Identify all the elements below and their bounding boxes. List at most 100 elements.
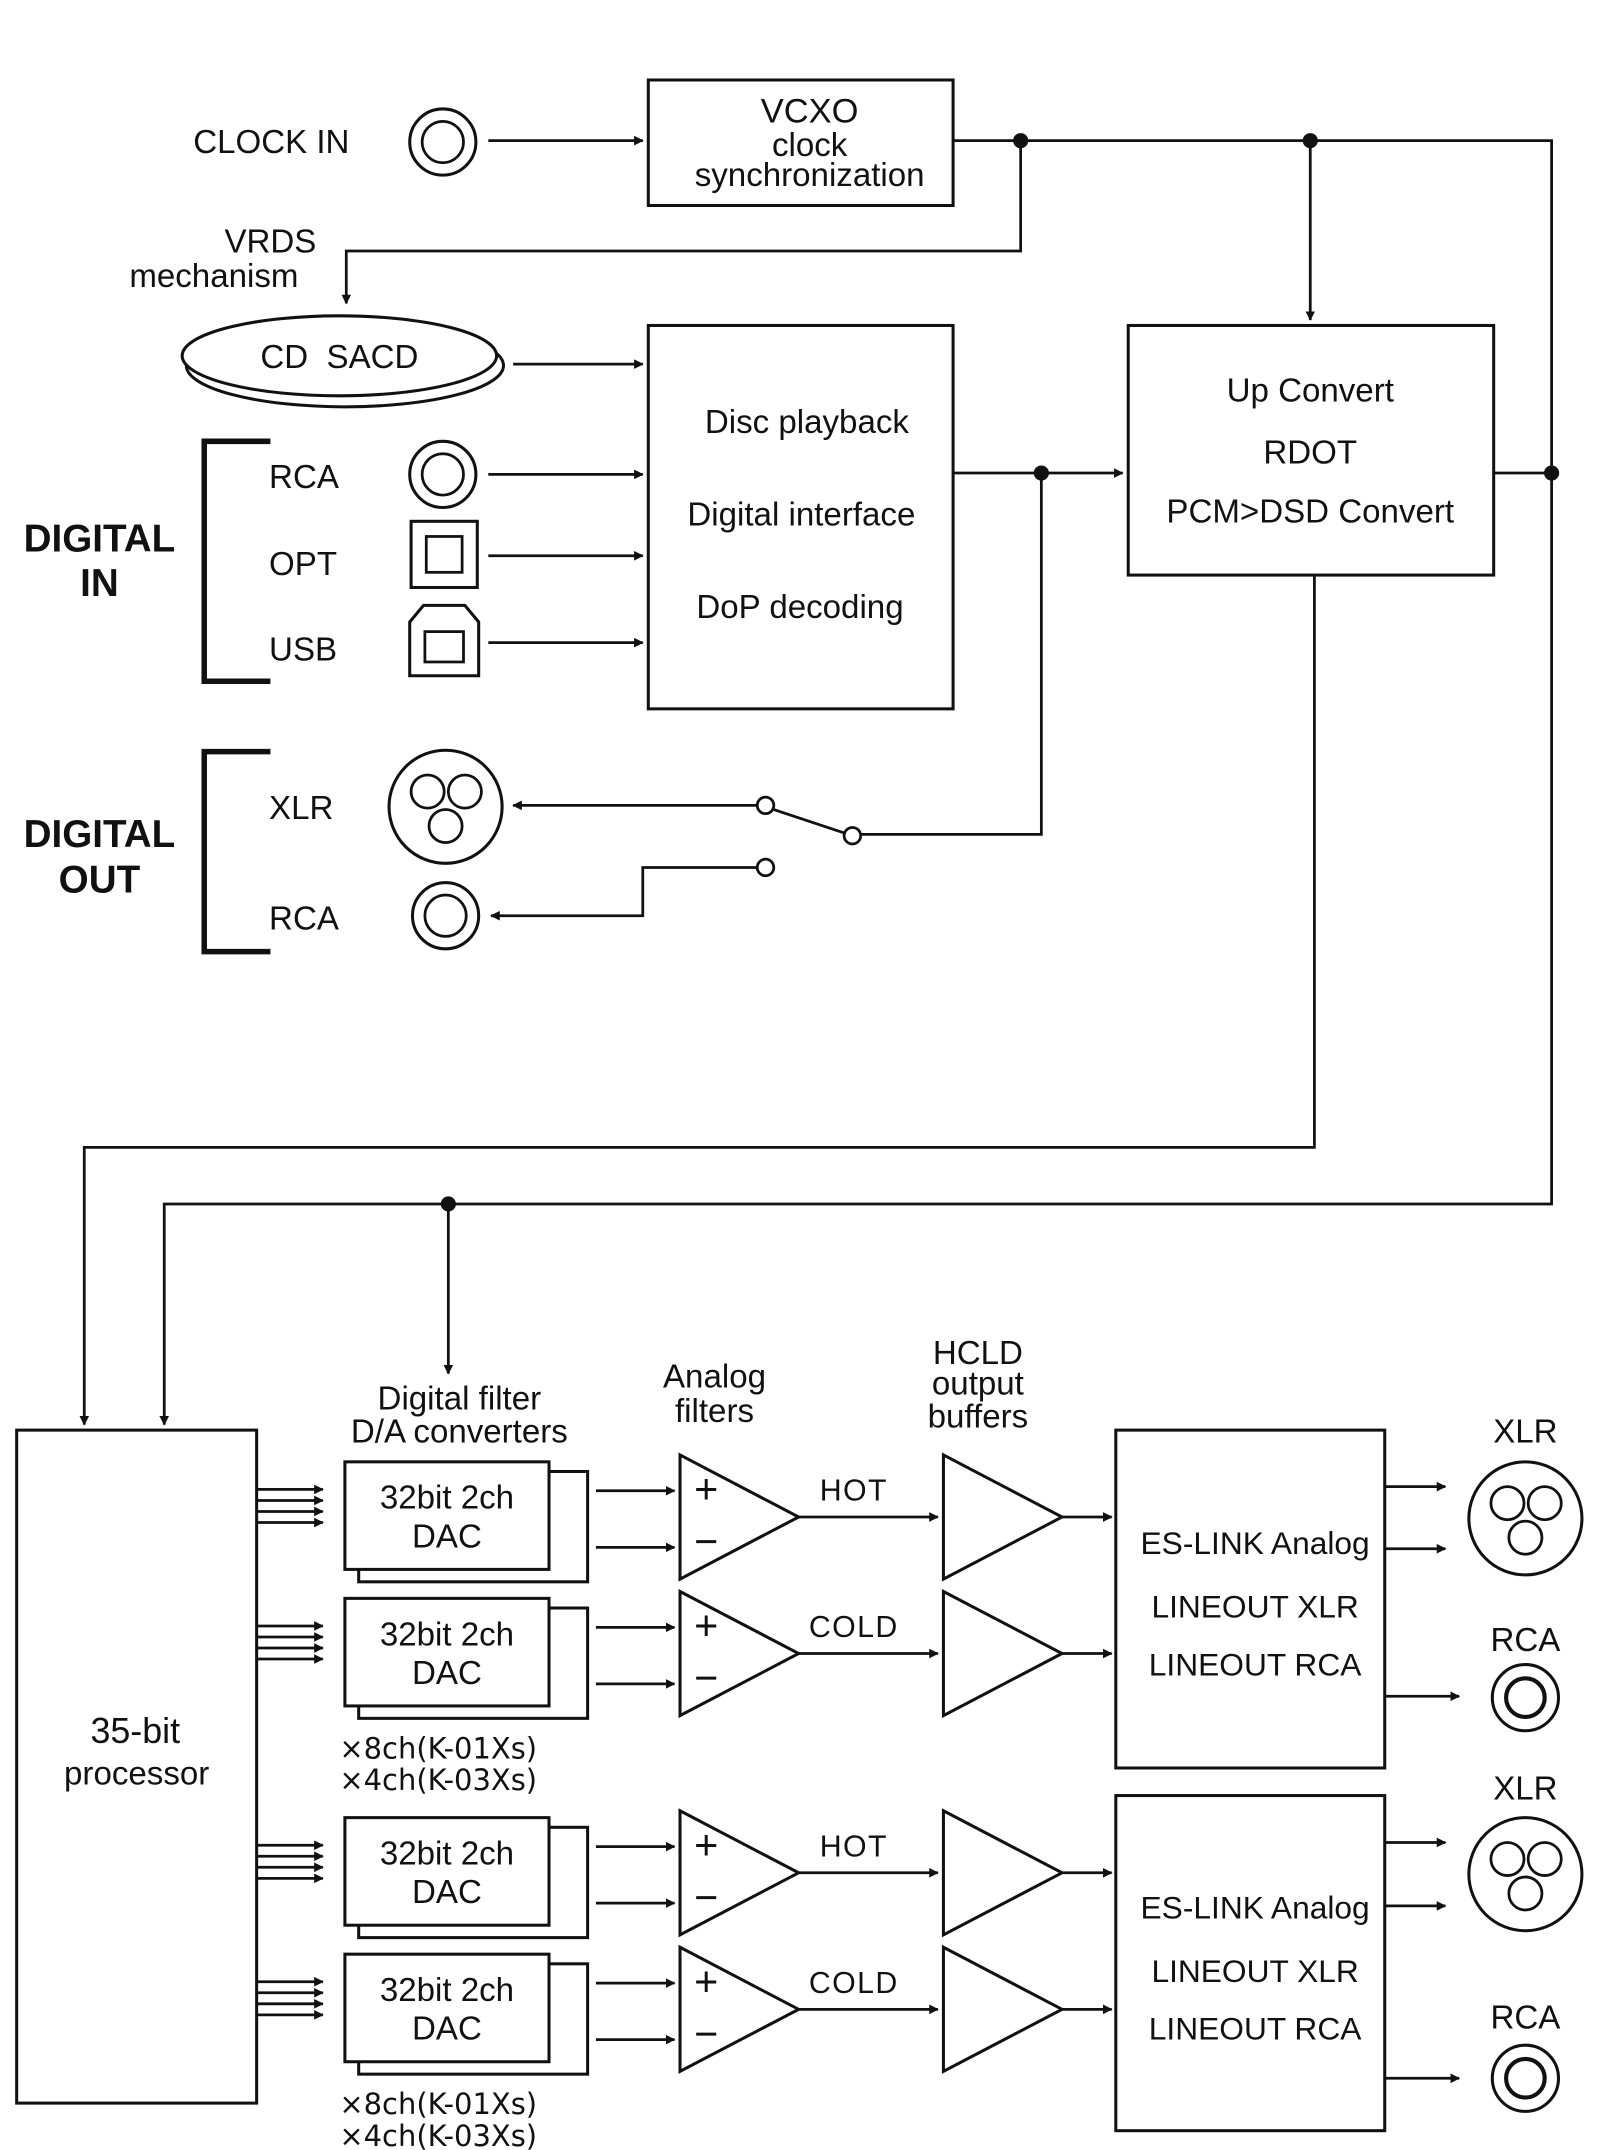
vcxo-line2: clock — [772, 127, 848, 164]
playback-line3: DoP decoding — [696, 589, 903, 626]
processor-box — [15, 1428, 259, 2105]
signal-phase-label: HOT — [820, 1474, 888, 1507]
digital-out-feed-line — [859, 473, 1043, 836]
digital-out-label-2: OUT — [59, 858, 141, 901]
dac-box — [343, 1952, 551, 2064]
analog-header-2: filters — [675, 1393, 754, 1430]
opamp-minus: − — [694, 1874, 718, 1920]
digital-out-rca-label: RCA — [269, 901, 339, 938]
rca-output-connector-icon[interactable] — [1492, 1665, 1558, 1731]
rca-digital-out-connector-icon[interactable] — [410, 881, 481, 951]
eslink-box: ES-LINK Analog LINEOUT XLR LINEOUT RCA — [1114, 1428, 1387, 1770]
vrds-clock-line — [341, 140, 1023, 305]
digital-in-label-2: IN — [80, 562, 119, 605]
opamp-minus: − — [694, 1655, 718, 1701]
opamp-plus: + — [694, 1466, 718, 1512]
signal-phase-label: COLD — [809, 1967, 899, 2000]
dac-label-2: DAC — [412, 1874, 482, 1911]
rca-output-label: RCA — [1490, 1622, 1560, 1659]
vcxo-box — [646, 78, 955, 208]
multiplier-label-2: ×4ch(K-03Xs) — [339, 1763, 537, 1797]
digital-out-label: DIGITAL — [24, 813, 176, 856]
upconvert-line2: RDOT — [1263, 434, 1357, 471]
upconvert-box — [1126, 323, 1496, 577]
dac-label: 32bit 2ch — [380, 1616, 514, 1653]
hcld-buffer — [941, 1588, 1066, 1719]
playback-box — [646, 323, 955, 711]
digital-in-rca-label: RCA — [269, 459, 339, 496]
digital-out-bracket — [201, 748, 271, 955]
xlr-output-label: XLR — [1493, 1414, 1557, 1451]
digital-in-bracket — [201, 438, 271, 685]
opamp-plus: + — [694, 1822, 718, 1868]
opamp-plus: + — [694, 1603, 718, 1649]
vrds-label-2: mechanism — [129, 258, 298, 295]
optical-connector-icon[interactable] — [409, 519, 479, 590]
analog-filter-opamp — [678, 1452, 802, 1582]
hcld-header: HCLD — [933, 1335, 1023, 1372]
rca-input-connector-icon[interactable] — [408, 439, 478, 510]
vcxo-line3: synchronization — [695, 157, 925, 194]
digital-in-label: DIGITAL — [24, 518, 176, 561]
hcld-header-3: buffers — [928, 1398, 1029, 1435]
dac-label-2: DAC — [412, 2011, 482, 2048]
eslink-line3: LINEOUT RCA — [1149, 1647, 1362, 1683]
xlr-output-connector-icon[interactable] — [1467, 1816, 1584, 1933]
dac-box — [343, 1460, 551, 1571]
multiplier-label-2: ×4ch(K-03Xs) — [339, 2119, 537, 2150]
opamp-minus: − — [694, 2011, 718, 2057]
dac-label: 32bit 2ch — [380, 1972, 514, 2009]
dac-header: Digital filter — [378, 1380, 542, 1417]
clock-bus — [953, 139, 1553, 474]
eslink-line1: ES-LINK Analog — [1141, 1889, 1370, 1925]
dac-label: 32bit 2ch — [380, 1480, 514, 1517]
dac-box — [343, 1596, 551, 1708]
analog-header: Analog — [663, 1358, 766, 1395]
eslink-line2: LINEOUT XLR — [1151, 1589, 1358, 1625]
rca-output-label: RCA — [1490, 2000, 1560, 2037]
hcld-buffer — [941, 1944, 1066, 2074]
multiplier-label: ×8ch(K-01Xs) — [339, 2087, 537, 2121]
rca-output-connector-icon[interactable] — [1492, 2045, 1558, 2111]
opamp-minus: − — [694, 1519, 718, 1565]
vcxo-title: VCXO — [761, 93, 859, 131]
xlr-digital-out-connector-icon[interactable] — [387, 748, 504, 865]
output-switch-icon[interactable] — [755, 795, 863, 878]
eslink-box: ES-LINK Analog LINEOUT XLR LINEOUT RCA — [1114, 1794, 1387, 2133]
xlr-output-label: XLR — [1493, 1771, 1557, 1808]
vrds-label: VRDS — [224, 223, 316, 260]
upconvert-line1: Up Convert — [1227, 372, 1394, 409]
analog-filter-opamp — [678, 1808, 802, 1938]
hcld-header-2: output — [932, 1365, 1024, 1402]
eslink-line2: LINEOUT XLR — [1151, 1953, 1358, 1989]
analog-filter-opamp — [678, 1588, 802, 1719]
dac-label-2: DAC — [412, 1518, 482, 1555]
processor-line2: processor — [64, 1756, 209, 1793]
xlr-output-connector-icon[interactable] — [1467, 1460, 1584, 1577]
signal-phase-label: HOT — [820, 1830, 888, 1863]
digital-in-opt-label: OPT — [269, 546, 337, 583]
playback-line1: Disc playback — [705, 404, 910, 441]
clock-in-connector-icon[interactable] — [408, 107, 478, 177]
eslink-line1: ES-LINK Analog — [1141, 1525, 1370, 1561]
signal-phase-label: COLD — [809, 1611, 899, 1644]
multiplier-label: ×8ch(K-01Xs) — [339, 1731, 537, 1765]
analog-filter-opamp — [678, 1944, 802, 2074]
playback-line2: Digital interface — [687, 496, 915, 533]
opamp-plus: + — [694, 1959, 718, 2005]
hcld-buffer — [941, 1808, 1066, 1938]
upconvert-down-line — [79, 575, 1316, 1426]
digital-in-usb-label: USB — [269, 632, 337, 669]
eslink-line3: LINEOUT RCA — [1149, 2011, 1362, 2047]
dac-header-2: D/A converters — [351, 1414, 568, 1451]
disc-label: CD SACD — [260, 339, 418, 376]
digital-out-xlr-label: XLR — [269, 790, 333, 827]
hcld-buffer — [941, 1452, 1066, 1582]
processor-line1: 35-bit — [90, 1711, 180, 1751]
upconvert-line3: PCM>DSD Convert — [1166, 494, 1454, 531]
right-bus-line — [159, 473, 1553, 1426]
usb-connector-icon[interactable] — [408, 603, 481, 678]
rca-out-arrow — [490, 866, 758, 921]
